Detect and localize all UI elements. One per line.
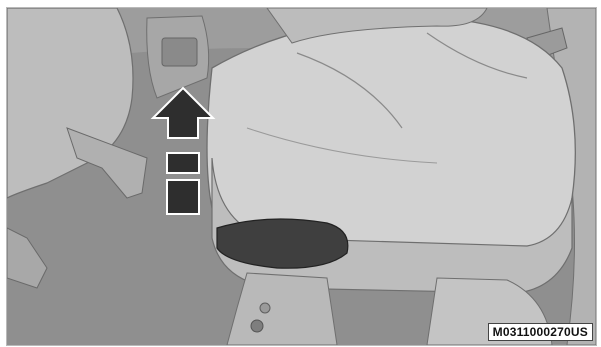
seat-base	[227, 273, 337, 345]
figure-code: M0311000270US	[488, 323, 593, 341]
seat-pocket	[162, 38, 197, 66]
base-bolt	[251, 320, 263, 332]
indicator-block-large	[167, 180, 199, 214]
base-bolt	[260, 303, 270, 313]
indicator-block-small	[167, 153, 199, 173]
seat-release-handle	[217, 219, 348, 268]
seat-illustration	[6, 7, 597, 346]
